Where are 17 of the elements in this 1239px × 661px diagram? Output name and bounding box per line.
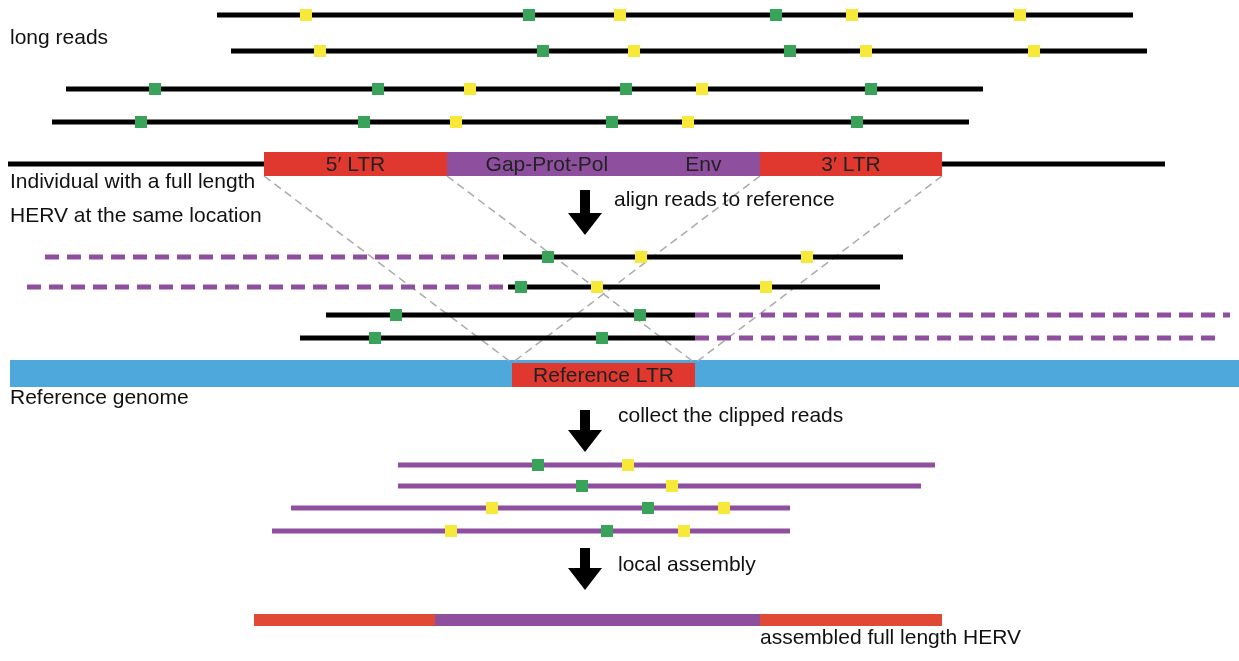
track-label: assembled full length HERV: [760, 624, 1022, 650]
segment-label: Env: [685, 152, 722, 176]
track-label: long reads: [10, 24, 109, 50]
herv-segment: [447, 152, 760, 176]
step-label: local assembly: [618, 551, 756, 577]
herv-segment: [760, 152, 942, 176]
segment-label: Gap-Prot-Pol: [485, 152, 609, 176]
step-label: align reads to reference: [614, 186, 835, 212]
track-label: Individual with a full length HERV at the same location: [10, 168, 263, 228]
segment-label: Reference LTR: [533, 363, 674, 387]
herv-segment: [264, 152, 447, 176]
step-label: collect the clipped reads: [618, 402, 844, 428]
segment-label: 3′ LTR: [821, 152, 881, 176]
segment-label: 5′ LTR: [325, 152, 386, 176]
track-label: Reference genome: [10, 384, 189, 410]
projection-line: [694, 175, 943, 364]
reference-ltr-segment: [512, 363, 695, 387]
